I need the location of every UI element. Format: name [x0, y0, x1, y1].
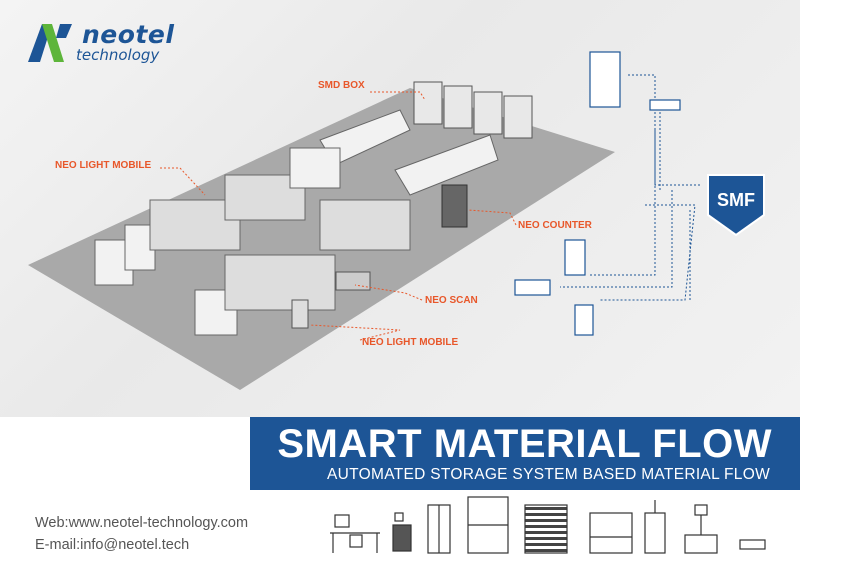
neo-counter-machine — [441, 184, 468, 228]
counter-machine-icon — [564, 239, 586, 276]
smf-badge-text: SMF — [717, 190, 755, 210]
shield-icon — [707, 174, 765, 237]
factory-scene — [28, 51, 700, 390]
scan-desk-icon — [330, 514, 380, 553]
smt-line-2 — [194, 134, 499, 336]
neo-scan-desk — [335, 271, 371, 291]
label-neo-light-mobile-2: NEO LIGHT MOBILE — [362, 337, 459, 348]
neo-light-mobile-cart — [291, 299, 309, 329]
smd-box-icon — [467, 496, 509, 554]
label-neo-scan: NEO SCAN — [425, 295, 478, 306]
reel-shelf-icon — [589, 512, 633, 554]
title-banner: SMART MATERIAL FLOW AUTOMATED STORAGE SY… — [250, 417, 800, 490]
smt-line-1 — [94, 109, 411, 286]
logo-name: neotel — [82, 20, 175, 49]
logo-tagline: technology — [76, 46, 160, 64]
smf-network-lines — [560, 74, 700, 301]
label-neo-counter: NEO COUNTER — [518, 220, 592, 231]
contact-email[interactable]: E-mail:info@neotel.tech — [35, 537, 190, 553]
light-mobile-cart-icon — [392, 512, 412, 552]
label-smd-box: SMD BOX — [318, 80, 365, 91]
contact-web[interactable]: Web:www.neotel-technology.com — [35, 515, 249, 531]
agv-robot-icon — [739, 539, 766, 550]
agv-robot-icon — [649, 99, 681, 111]
smf-devices — [514, 51, 681, 336]
label-neo-light-mobile: NEO LIGHT MOBILE — [55, 160, 152, 171]
leader-lines — [160, 91, 517, 341]
xray-counter-icon — [684, 504, 718, 554]
logo-mark-icon — [28, 24, 72, 62]
light-mobile-cart-icon — [574, 304, 594, 336]
scan-desk-icon — [514, 279, 551, 296]
shelf-rack-icon — [524, 504, 568, 554]
storage-tower-icon — [589, 51, 621, 108]
storage-tower-icon — [427, 504, 451, 554]
counter-machine-icon — [644, 500, 666, 554]
right-margin — [800, 0, 847, 579]
neotel-logo: neotel technology — [28, 20, 174, 65]
smd-box-machines — [413, 81, 533, 139]
product-icons-row — [330, 496, 766, 554]
banner-title: SMART MATERIAL FLOW — [277, 422, 772, 466]
banner-subtitle: AUTOMATED STORAGE SYSTEM BASED MATERIAL … — [327, 466, 770, 483]
smf-badge: SMF — [706, 173, 766, 237]
